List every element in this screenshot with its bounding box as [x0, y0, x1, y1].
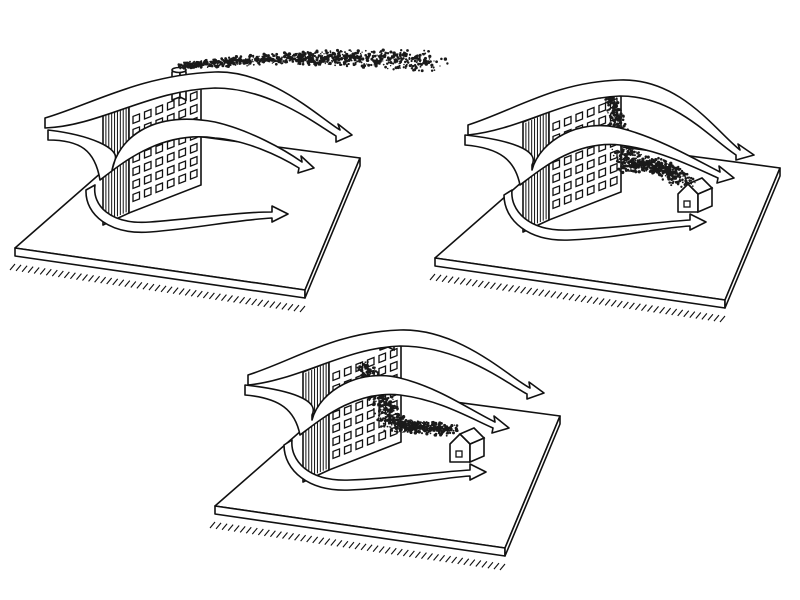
house — [449, 427, 486, 464]
ground-hatching — [429, 273, 726, 323]
wind-arrow-lower — [85, 184, 289, 234]
wind-arrow-upper — [247, 329, 545, 400]
wind-arrow-lower — [503, 189, 707, 241]
wind-arrow-middle — [47, 118, 315, 181]
wind-arrow-upper — [467, 79, 755, 161]
wind-arrow-lower — [283, 439, 487, 491]
panel-1 — [9, 48, 449, 313]
house — [677, 177, 714, 214]
ground-hatching — [9, 263, 306, 313]
wind-arrow-upper — [44, 71, 353, 143]
smoke-plume — [177, 48, 449, 73]
ground-slab — [9, 129, 361, 313]
panel-2 — [429, 79, 781, 323]
ground-hatching — [209, 521, 506, 571]
panel-3 — [209, 329, 561, 571]
wind-arrow-middle — [464, 124, 735, 186]
wind-arrow-middle — [244, 374, 510, 436]
